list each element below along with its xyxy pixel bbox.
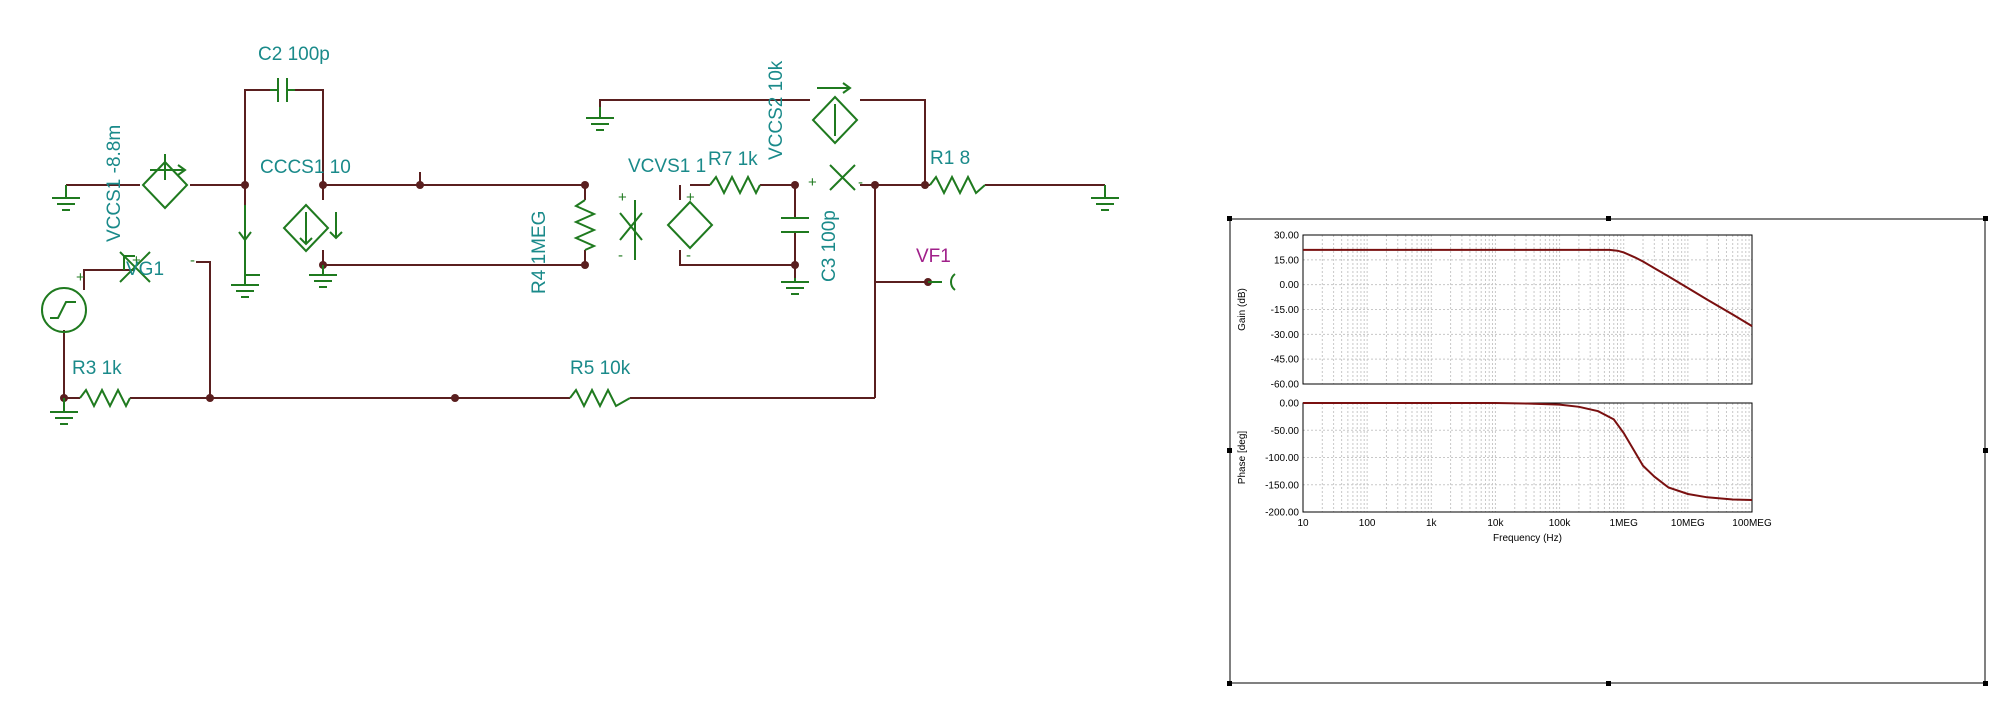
y-tick-label: -30.00 — [1271, 330, 1300, 341]
x-tick-label: 10k — [1487, 518, 1504, 529]
junction-nodes — [60, 181, 932, 402]
ground-icon — [309, 265, 337, 288]
y-tick-label: -100.00 — [1265, 453, 1299, 464]
plot-area — [1302, 234, 1753, 385]
node — [206, 394, 214, 402]
x-tick-label: 10MEG — [1671, 518, 1705, 529]
cccs1-symbol[interactable] — [238, 203, 343, 270]
node — [791, 181, 799, 189]
node — [416, 181, 424, 189]
ground-symbols — [50, 107, 1119, 425]
r4-resistor[interactable] — [573, 199, 597, 251]
y-tick-label: 0.00 — [1280, 399, 1300, 410]
ground-icon — [231, 265, 260, 298]
plot-frame — [1229, 218, 1986, 684]
vccs2-symbol[interactable] — [811, 82, 859, 191]
svg-text:-: - — [190, 252, 195, 269]
resize-handle[interactable] — [1227, 216, 1232, 221]
node — [451, 394, 459, 402]
r7-resistor[interactable] — [709, 174, 761, 196]
r3-resistor[interactable] — [79, 387, 131, 409]
x-tick-label: 10 — [1297, 518, 1309, 529]
label-vccs1: VCCS1 -8.8m — [104, 125, 125, 242]
resize-handle[interactable] — [1606, 216, 1611, 221]
vccs1-symbol[interactable] — [119, 154, 189, 283]
r1-resistor[interactable] — [929, 174, 986, 196]
label-c2: C2 100p — [258, 44, 330, 65]
resize-handle[interactable] — [1983, 448, 1988, 453]
x-tick-label: 100k — [1549, 518, 1572, 529]
svg-text:+: + — [808, 174, 817, 191]
label-c3: C3 100p — [819, 210, 840, 282]
vcvs1-control[interactable] — [619, 200, 643, 260]
svg-text:+: + — [618, 189, 627, 206]
label-r4: R4 1MEG — [529, 211, 550, 294]
vcvs1-symbol[interactable] — [666, 200, 714, 250]
svg-text:+: + — [76, 269, 85, 286]
ground-icon — [781, 278, 809, 295]
svg-text:-: - — [858, 174, 863, 191]
label-vg1: VG1 — [126, 259, 164, 280]
label-r1: R1 8 — [930, 148, 970, 169]
label-r7: R7 1k — [708, 149, 758, 170]
c3-capacitor[interactable] — [781, 217, 809, 233]
x-axis-label: Frequency (Hz) — [1493, 533, 1562, 544]
ground-icon — [50, 398, 78, 425]
node — [581, 261, 589, 269]
y-axis-label: Gain (dB) — [1237, 288, 1248, 331]
y-tick-label: -200.00 — [1265, 508, 1299, 519]
series-line — [1303, 402, 1753, 501]
node — [319, 181, 327, 189]
label-r3: R3 1k — [72, 358, 122, 379]
node — [791, 261, 799, 269]
ground-icon — [586, 107, 614, 131]
x-tick-label: 100 — [1359, 518, 1376, 529]
resize-handles[interactable] — [1227, 216, 1988, 686]
resize-handle[interactable] — [1983, 216, 1988, 221]
y-tick-label: -45.00 — [1271, 355, 1300, 366]
resize-handle[interactable] — [1983, 681, 1988, 686]
svg-text:+: + — [132, 252, 141, 269]
label-vf1: VF1 — [916, 246, 951, 267]
ground-icon — [52, 185, 80, 211]
svg-text:-: - — [618, 247, 623, 264]
x-tick-label: 1k — [1426, 518, 1438, 529]
series-line — [1303, 248, 1753, 327]
y-tick-label: 30.00 — [1274, 231, 1299, 242]
component-labels: C2 100p CCCS1 10 VCCS1 -8.8m VG1 R4 1MEG… — [72, 44, 970, 379]
label-vcvs1: VCVS1 1 — [628, 156, 706, 177]
node — [871, 181, 879, 189]
node — [241, 181, 249, 189]
gain-chart: 30.00 15.00 0.00 -15.00 -30.00 -45.00 -60.00 Ga… — [1237, 231, 1753, 391]
ground-icon — [1091, 185, 1119, 211]
svg-text:-: - — [686, 247, 691, 264]
vg1-source[interactable] — [41, 287, 87, 333]
resize-handle[interactable] — [1227, 448, 1232, 453]
y-tick-label: -150.00 — [1265, 480, 1299, 491]
node — [581, 181, 589, 189]
y-tick-label: -15.00 — [1271, 305, 1300, 316]
resize-handle[interactable] — [1227, 681, 1232, 686]
label-r5: R5 10k — [570, 358, 631, 379]
y-tick-label: 0.00 — [1280, 280, 1300, 291]
y-axis-label: Phase [deg] — [1237, 431, 1248, 485]
wires — [63, 89, 1105, 399]
y-tick-label: -60.00 — [1271, 380, 1300, 391]
svg-text:+: + — [686, 189, 695, 206]
bode-plot-window[interactable]: 30.00 15.00 0.00 -15.00 -30.00 -45.00 -60.00 Ga… — [1227, 216, 1988, 686]
node — [921, 181, 929, 189]
vf1-probe[interactable] — [928, 273, 956, 291]
phase-chart: 0.00 -50.00 -100.00 -150.00 -200.00 Phase [de… — [1237, 399, 1772, 545]
r5-resistor[interactable] — [569, 387, 631, 409]
x-tick-label: 1MEG — [1610, 518, 1639, 529]
c2-capacitor[interactable] — [270, 78, 295, 102]
polarity-marks: + - + - + - - + + — [76, 174, 863, 286]
label-cccs1: CCCS1 10 — [260, 157, 351, 178]
y-tick-label: -50.00 — [1271, 426, 1300, 437]
label-vccs2: VCCS2 10k — [766, 60, 787, 160]
y-tick-label: 15.00 — [1274, 255, 1299, 266]
resize-handle[interactable] — [1606, 681, 1611, 686]
x-tick-label: 100MEG — [1732, 518, 1772, 529]
